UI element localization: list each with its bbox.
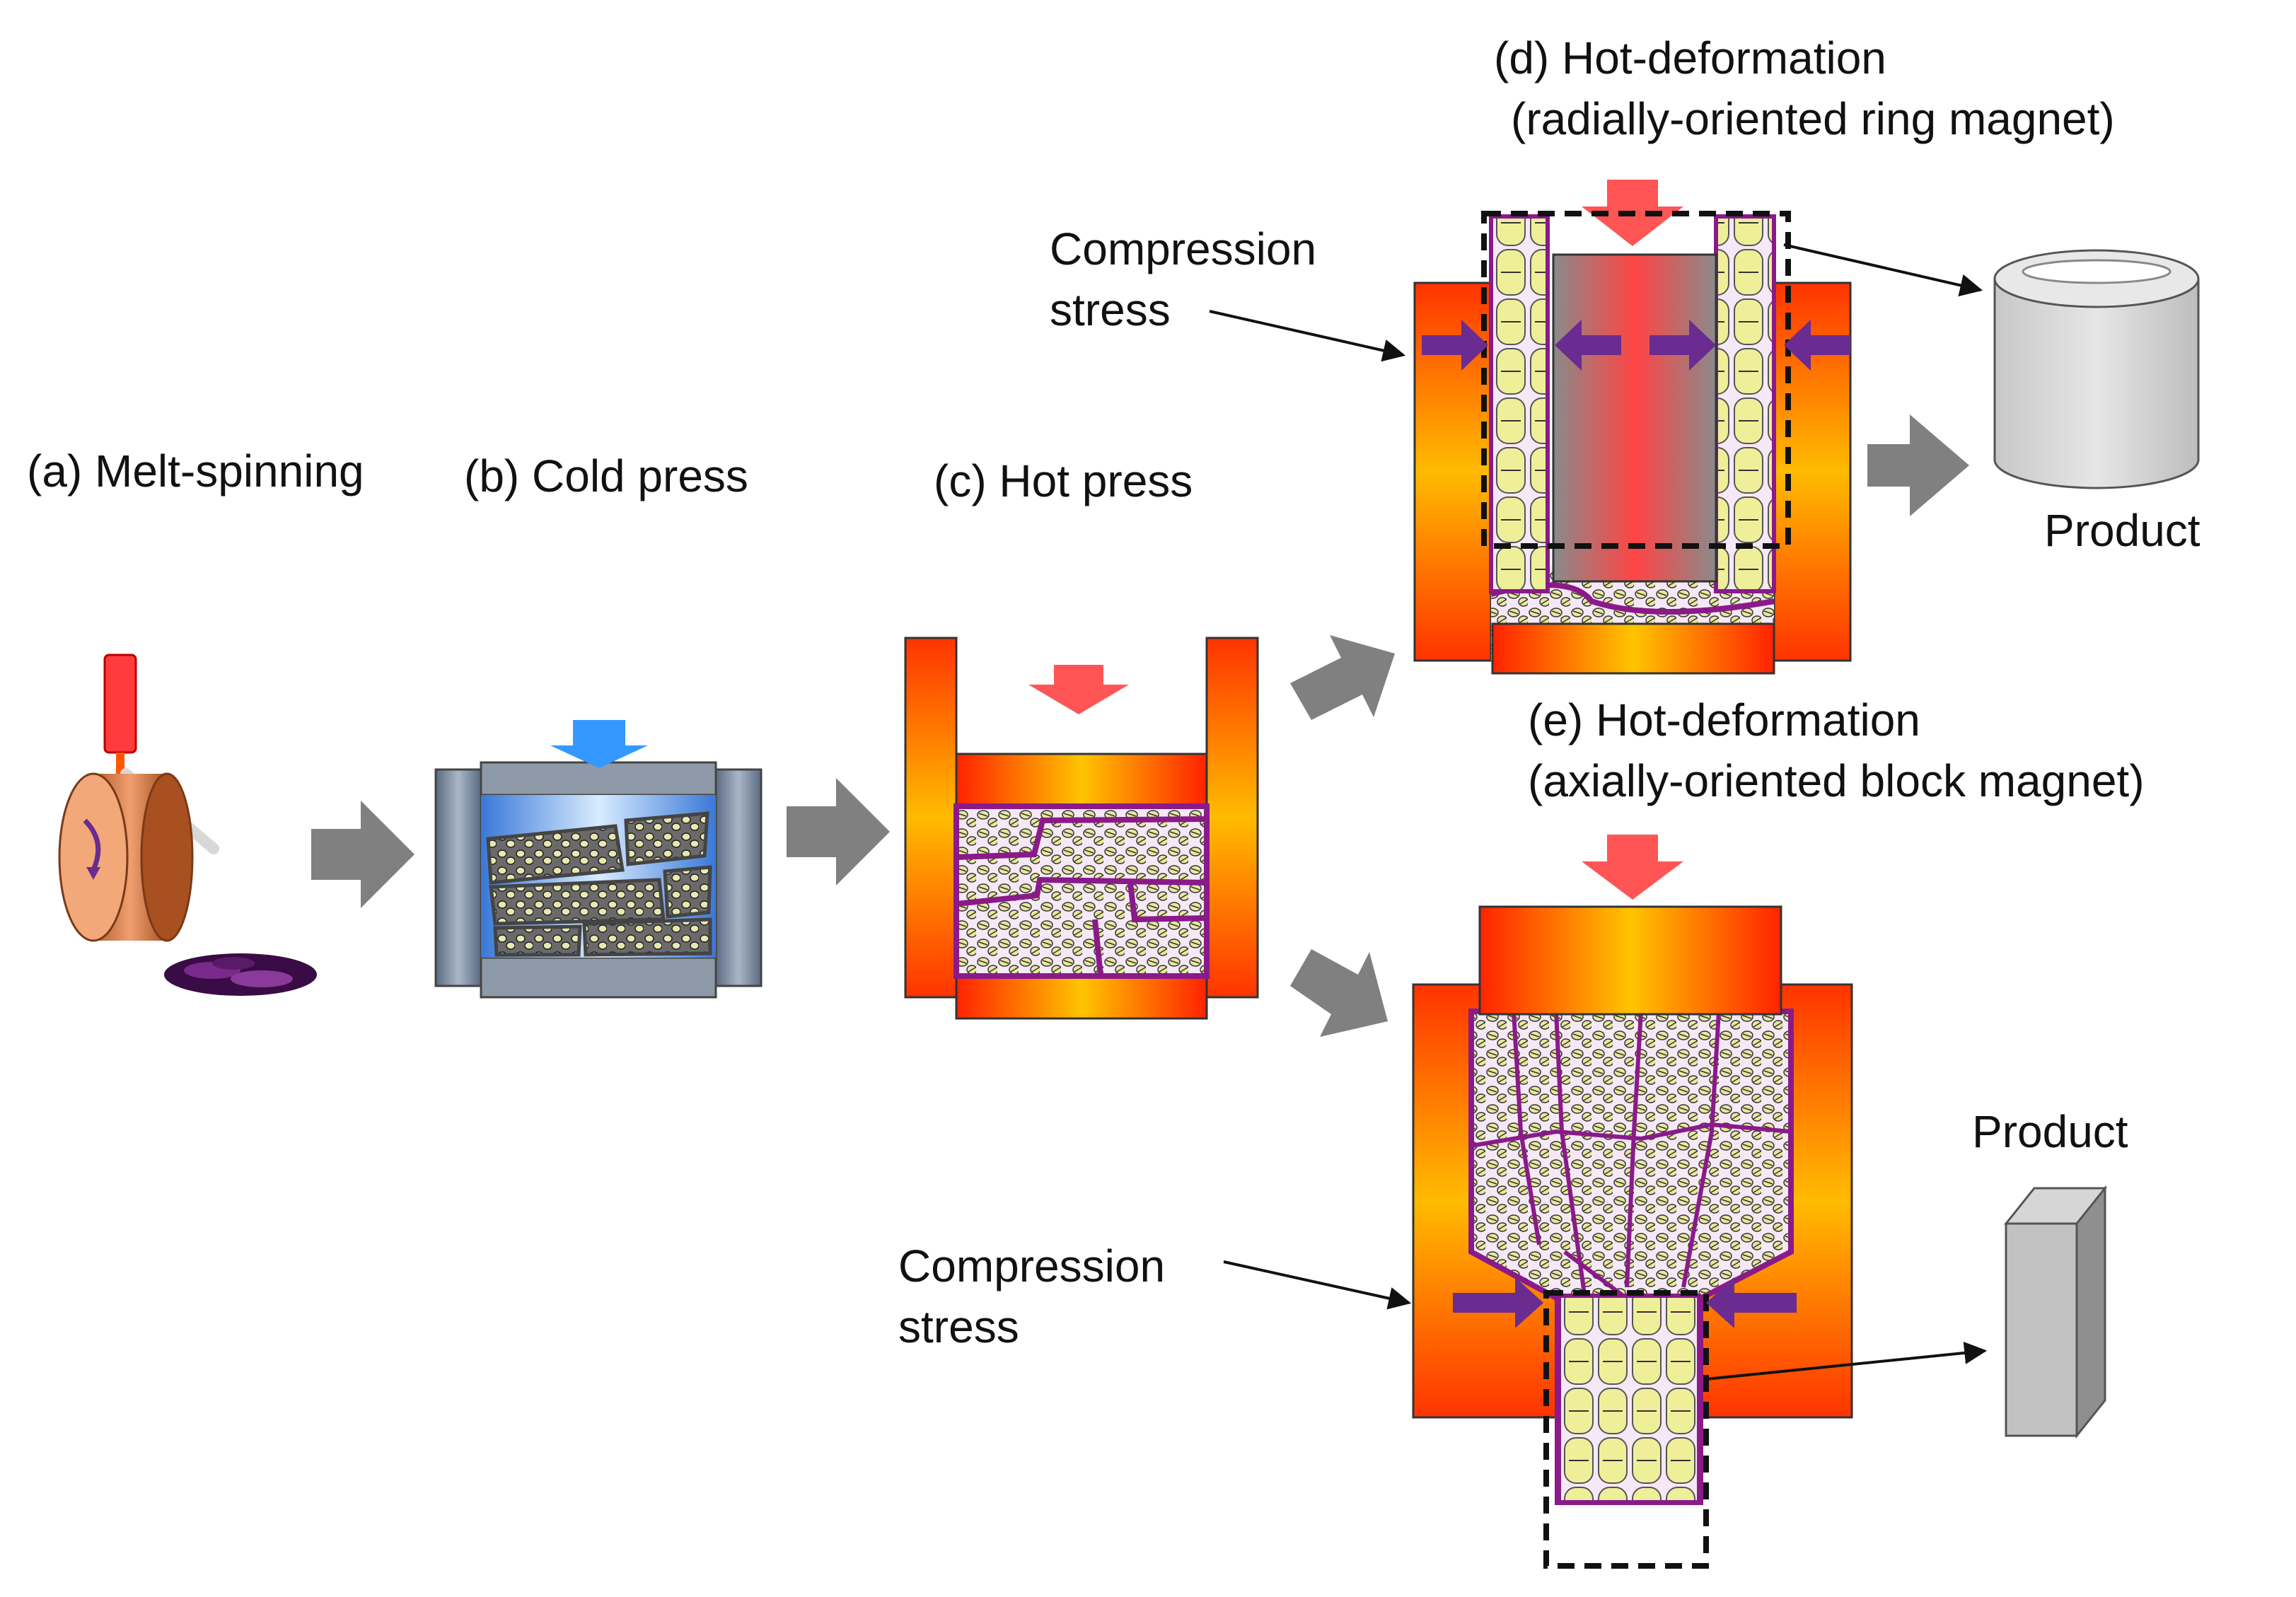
label-melt-spinning: (a) Melt-spinning — [27, 446, 364, 496]
blue-press-arrow — [550, 720, 648, 768]
compression-label-e-1: Compression — [898, 1241, 1165, 1291]
hot-press-die — [904, 637, 1259, 1020]
red-press-arrow — [1582, 835, 1683, 900]
block-magnet-icon — [2003, 1185, 2108, 1439]
cold-pressed-flakes — [486, 811, 712, 957]
zoom-leader-e — [1705, 1341, 1988, 1381]
melt-stream — [116, 753, 124, 774]
gray-flow-arrow — [1290, 949, 1388, 1037]
label-block-magnet: (axially-oriented block magnet) — [1528, 755, 2145, 806]
purple-stress-arrow — [1422, 320, 1850, 371]
gray-flow-arrow — [1867, 414, 1969, 516]
ribbon-flakes — [164, 953, 317, 996]
gray-flow-arrow — [311, 801, 414, 908]
compression-label-d-2: stress — [1050, 284, 1171, 335]
compression-label-e-2: stress — [898, 1301, 1019, 1352]
ring-deformation-die — [1413, 180, 1852, 675]
cold-press-die — [434, 720, 763, 999]
dashed-zoom-box — [1543, 1290, 1709, 1569]
compression-leader-e — [1223, 1260, 1412, 1310]
copper-wheel-icon — [58, 772, 194, 942]
product-label-d: Product — [2044, 505, 2201, 556]
purple-stress-arrow — [1453, 1277, 1797, 1328]
red-press-arrow — [1028, 665, 1129, 714]
label-hot-deformation-d: (d) Hot-deformation — [1494, 33, 1886, 83]
label-hot-press: (c) Hot press — [934, 455, 1193, 506]
melt-spinning-apparatus — [58, 654, 317, 996]
nozzle — [103, 654, 137, 754]
zoom-leader-d — [1783, 243, 1983, 297]
gray-flow-arrow — [1290, 635, 1395, 720]
product-label-e: Product — [1972, 1106, 2128, 1157]
gray-flow-arrow — [787, 778, 890, 885]
label-hot-deformation-e: (e) Hot-deformation — [1528, 695, 1920, 745]
label-cold-press: (b) Cold press — [464, 451, 748, 501]
ring-magnet-icon — [1993, 249, 2200, 489]
label-ring-magnet: (radially-oriented ring magnet) — [1511, 93, 2115, 144]
dashed-zoom-box — [1481, 211, 1791, 549]
compression-leader-d — [1209, 310, 1406, 362]
compression-label-d-1: Compression — [1050, 223, 1316, 274]
block-deformation-die — [1412, 835, 1853, 1569]
